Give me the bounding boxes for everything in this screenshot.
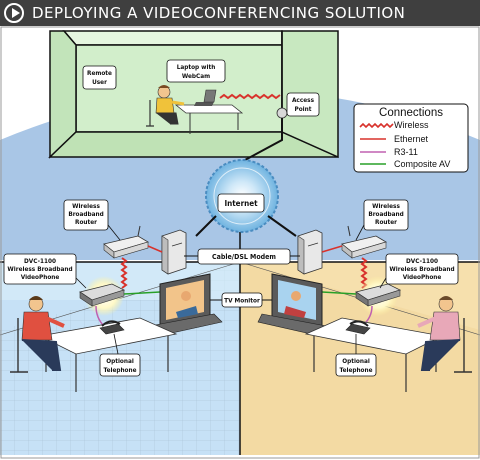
label-text: DVC-1100 — [24, 257, 56, 265]
label-laptop: Laptop with WebCam — [166, 59, 226, 83]
label-text: User — [92, 78, 107, 86]
label-modem: Cable/DSL Modem — [197, 248, 291, 265]
left-router — [103, 225, 149, 259]
label-text: Access — [292, 96, 315, 104]
label-text: Broadband — [368, 210, 403, 218]
right-router — [341, 225, 387, 259]
label-text: Broadband — [68, 210, 103, 218]
left-videophone — [79, 283, 126, 307]
right-modem — [297, 229, 323, 275]
label-telephone-right: Optional Telephone — [335, 353, 377, 377]
label-text: Point — [295, 105, 312, 113]
diagram-title: DEPLOYING A VIDEOCONFERENCING SOLUTION — [32, 4, 406, 22]
label-text: VideoPhone — [21, 273, 60, 281]
internet-right-cable — [267, 215, 297, 237]
label-text: Optional — [106, 357, 134, 365]
label-access-point: Access Point — [286, 92, 320, 117]
legend: Connections Wireless Ethernet R3-11 Comp… — [353, 103, 469, 173]
legend-title: Connections — [379, 107, 443, 119]
label-text: Telephone — [104, 366, 137, 374]
label-phone-right: DVC-1100 Wireless Broadband VideoPhone — [385, 253, 459, 285]
label-phone-left: DVC-1100 Wireless Broadband VideoPhone — [3, 253, 77, 285]
internet-left-cable — [195, 215, 217, 237]
right-person — [417, 296, 472, 373]
label-remote-user: Remote User — [82, 65, 117, 90]
label-text: Optional — [342, 357, 370, 365]
label-text: DVC-1100 — [406, 257, 438, 265]
label-text: TV Monitor — [224, 297, 260, 305]
label-text: Wireless — [72, 202, 100, 210]
right-videophone — [355, 283, 402, 307]
label-router-left: Wireless Broadband Router — [63, 199, 109, 231]
legend-wireless-swatch — [359, 122, 394, 129]
legend-item-ethernet: Ethernet — [394, 134, 429, 144]
left-telephone-device — [99, 320, 125, 335]
play-icon — [4, 3, 24, 23]
label-text: Wireless Broadband — [389, 265, 454, 273]
label-text: Internet — [224, 199, 258, 208]
access-point-device — [276, 107, 288, 119]
label-text: Wireless — [372, 202, 400, 210]
left-person — [10, 296, 65, 373]
title-bar: DEPLOYING A VIDEOCONFERENCING SOLUTION — [0, 0, 480, 26]
label-telephone-left: Optional Telephone — [99, 353, 141, 377]
right-tv — [257, 273, 327, 337]
label-text: Wireless Broadband — [7, 265, 72, 273]
label-tv: TV Monitor — [221, 292, 263, 308]
label-text: Router — [375, 218, 397, 226]
label-text: Remote — [87, 69, 112, 77]
label-text: Laptop with — [177, 63, 216, 71]
label-text: VideoPhone — [403, 273, 442, 281]
legend-item-r311: R3-11 — [394, 147, 418, 157]
left-modem — [161, 229, 187, 275]
left-tv — [149, 273, 223, 337]
wireless-remote-link — [219, 93, 281, 100]
right-telephone-device — [345, 320, 371, 335]
label-text: Telephone — [340, 366, 373, 374]
label-text: WebCam — [182, 72, 210, 80]
label-router-right: Wireless Broadband Router — [363, 199, 409, 231]
label-text: Router — [75, 218, 97, 226]
legend-item-composite: Composite AV — [394, 159, 450, 169]
label-text: Cable/DSL Modem — [212, 253, 276, 261]
label-internet: Internet — [217, 193, 265, 213]
wireless-left-link — [120, 257, 128, 289]
legend-item-wireless: Wireless — [394, 120, 429, 130]
